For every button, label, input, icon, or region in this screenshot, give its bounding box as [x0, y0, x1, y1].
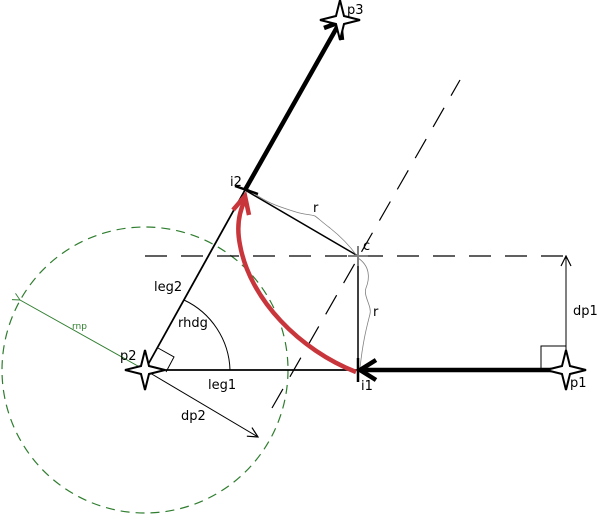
label-p1: p1 — [570, 376, 587, 391]
waypoint-p3-icon — [319, 0, 361, 41]
leg2-line — [144, 189, 246, 371]
label-leg1: leg1 — [208, 378, 236, 393]
label-p3: p3 — [347, 3, 364, 18]
r-brace-top — [247, 188, 358, 257]
label-dp2: dp2 — [181, 409, 206, 424]
p2-right-angle-mark — [157, 347, 175, 373]
label-i2: i2 — [230, 175, 242, 190]
turn-arc-arrowhead — [231, 191, 252, 216]
rhdg-angle-arc — [183, 299, 231, 371]
dp2-arrow — [144, 369, 258, 437]
label-rnp: rnp — [72, 322, 87, 332]
label-r-right: r — [373, 305, 379, 320]
waypoint-p1-icon — [545, 349, 587, 391]
label-rhdg: rhdg — [178, 316, 208, 331]
label-c: c — [363, 239, 370, 254]
label-r-top: r — [313, 201, 319, 216]
label-p2: p2 — [120, 349, 137, 364]
radius-c-i2 — [244, 189, 359, 257]
rnp-radius-line — [20, 300, 146, 371]
turn-arc — [236, 198, 357, 375]
label-leg2: leg2 — [154, 280, 182, 295]
r-brace-right — [357, 257, 371, 369]
label-i1: i1 — [361, 379, 373, 394]
inbound-track-arrowhead — [355, 358, 378, 382]
label-dp1: dp1 — [573, 304, 598, 319]
i2-tick — [234, 184, 259, 196]
bisector-dashed-line — [271, 79, 461, 409]
waypoint-p2-icon — [124, 349, 166, 391]
center-mark — [348, 246, 368, 266]
outbound-track — [243, 20, 342, 192]
p1-right-angle-mark — [540, 345, 566, 370]
